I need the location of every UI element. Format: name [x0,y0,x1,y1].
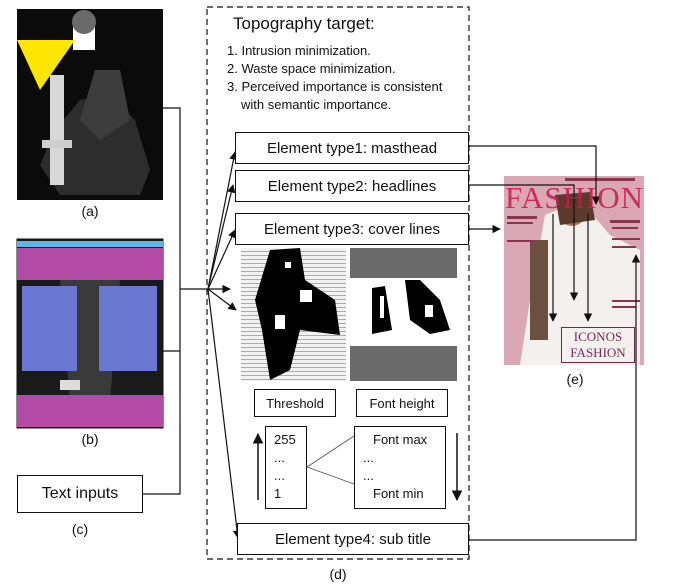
font-height-label-box: Font height [356,389,448,417]
topography-item: with semantic importance. [241,97,392,112]
element-type1-box: Element type1: masthead [235,132,469,164]
caption-e: (e) [566,371,584,387]
font-height-dots: ... [363,468,374,483]
text-inputs-box: Text inputs [17,475,143,513]
topography-item: 2. Waste space minimization. [227,61,396,76]
output-arrows [469,145,641,541]
cover-bottom-line2: FASHION [570,345,626,360]
input-connectors [143,107,231,495]
threshold-min-value: 1 [274,486,282,501]
mapping-lines [306,435,355,485]
panel-b-layout-image [16,238,164,429]
element-type2-box: Element type2: headlines [235,170,469,202]
threshold-dots: ... [274,468,285,483]
panel-d-dashed-frame [206,6,470,560]
threshold-image [241,248,346,381]
topography-item: 1. Intrusion minimization. [227,43,371,58]
font-height-image [350,248,457,381]
caption-c: (c) [71,521,89,537]
fanout-arrows [207,151,242,539]
range-arrows [252,432,463,502]
caption-b: (b) [81,431,99,447]
font-max-label: Font max [373,432,428,447]
panel-a-saliency-image [17,9,163,200]
threshold-max-value: 255 [274,432,296,447]
caption-d: (d) [329,566,347,582]
topography-item: 3. Perceived importance is consistent [227,79,443,94]
element-type4-box: Element type4: sub title [237,523,469,555]
cover-bottom-line1: ICONOS [573,329,623,344]
font-height-dots: ... [363,450,374,465]
element-type3-box: Element type3: cover lines [235,213,469,245]
caption-a: (a) [81,203,99,219]
topography-title: Topography target: [233,14,375,33]
font-height-range-box: Font max ... ... Font min [354,426,446,509]
topography-list: 1. Intrusion minimization. 2. Waste spac… [227,42,467,114]
cover-bottom-title: ICONOS FASHION [561,327,635,363]
threshold-dots: ... [274,450,285,465]
cover-masthead: FASHION [505,180,645,215]
threshold-label-box: Threshold [254,389,336,417]
threshold-range-box: 255 ... ... 1 [265,426,307,509]
font-min-label: Font min [373,486,424,501]
